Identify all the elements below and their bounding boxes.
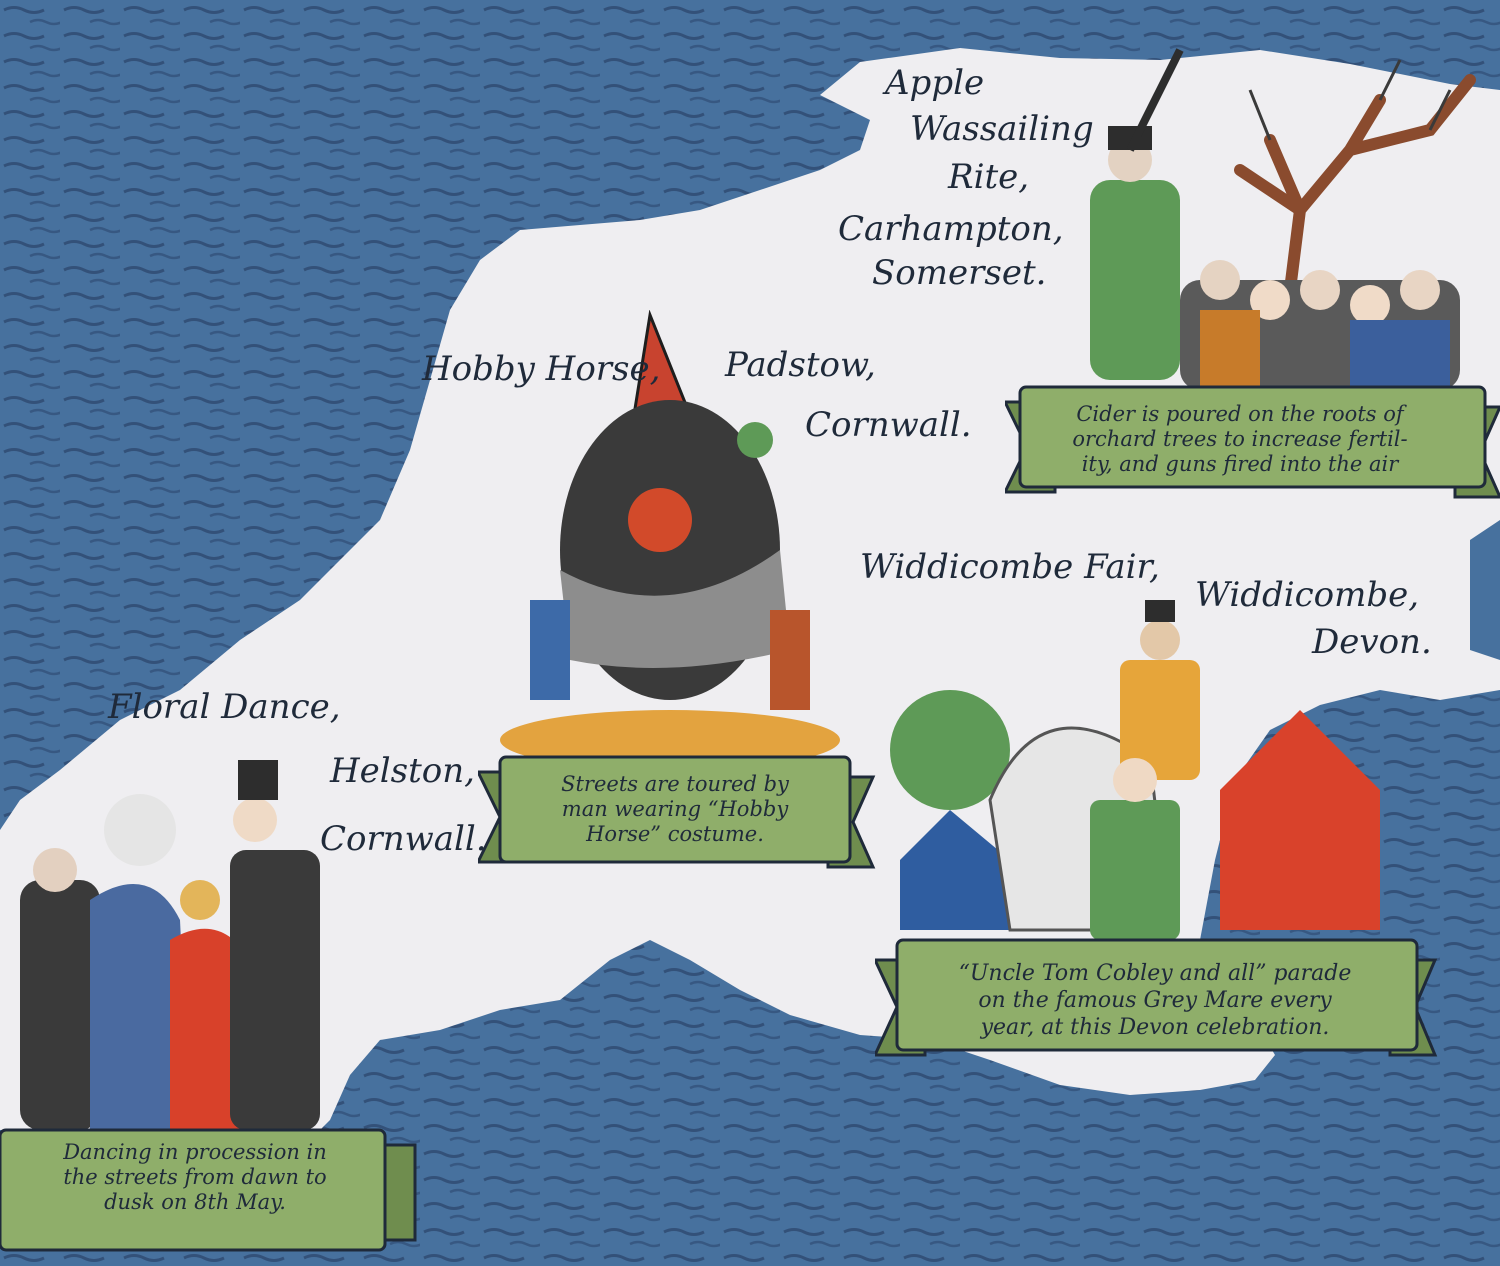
- hobby-banner-line: Horse” costume.: [586, 822, 764, 846]
- floral-banner: [0, 1128, 417, 1252]
- place-label-floral-dance: Floral Dance,: [108, 687, 341, 727]
- widdicombe-fair-illustration: [890, 600, 1380, 940]
- hobby-banner-line: man wearing “Hobby: [561, 797, 789, 821]
- place-label-somerset: Somerset.: [872, 253, 1047, 293]
- place-label-widdicombe-fair: Widdicombe Fair,: [860, 547, 1160, 587]
- place-label-devon: Devon.: [1312, 622, 1432, 662]
- place-label-rite: Rite,: [948, 157, 1030, 197]
- hobby-banner-line: Streets are toured by: [561, 772, 789, 796]
- widdicombe-banner-line: “Uncle Tom Cobley and all” parade: [958, 961, 1352, 986]
- floral-dance-illustration: [20, 760, 320, 1130]
- widdicombe-banner-text: “Uncle Tom Cobley and all” parade on the…: [905, 960, 1405, 1041]
- apple-banner-line: orchard trees to increase fertil-: [1072, 427, 1408, 451]
- place-label-padstow: Padstow,: [725, 345, 876, 385]
- widdicombe-banner-line: year, at this Devon celebration.: [980, 1015, 1330, 1040]
- sea-inlet: [1470, 520, 1500, 660]
- floral-banner-line: Dancing in procession in: [63, 1140, 327, 1164]
- hobby-banner-text: Streets are toured by man wearing “Hobby…: [510, 772, 840, 847]
- place-label-hobby-horse: Hobby Horse,: [422, 349, 661, 389]
- hobby-horse-illustration: [500, 310, 840, 760]
- place-label-widdicombe: Widdicombe,: [1195, 575, 1420, 615]
- floral-banner-text: Dancing in procession in the streets fro…: [15, 1140, 375, 1215]
- apple-banner-line: Cider is poured on the roots of: [1076, 402, 1404, 426]
- hobby-banner: [478, 755, 876, 869]
- floral-banner-line: the streets from dawn to: [63, 1165, 327, 1189]
- place-label-carhampton: Carhampton,: [838, 209, 1064, 249]
- apple-banner: [1005, 385, 1500, 499]
- floral-banner-line: dusk on 8th May.: [104, 1190, 286, 1214]
- place-label-helston: Helston,: [330, 751, 475, 791]
- apple-banner-text: Cider is poured on the roots of orchard …: [1025, 402, 1455, 477]
- place-label-apple: Apple: [885, 63, 985, 103]
- place-label-hobby-cornwall: Cornwall.: [805, 405, 972, 445]
- widdicombe-banner: [875, 938, 1438, 1057]
- place-label-wassailing: Wassailing: [910, 109, 1094, 149]
- apple-wassailing-illustration: [1090, 48, 1476, 390]
- place-label-floral-cornwall: Cornwall.: [320, 819, 487, 859]
- apple-banner-line: ity, and guns fired into the air: [1081, 452, 1399, 476]
- widdicombe-banner-line: on the famous Grey Mare every: [978, 988, 1332, 1013]
